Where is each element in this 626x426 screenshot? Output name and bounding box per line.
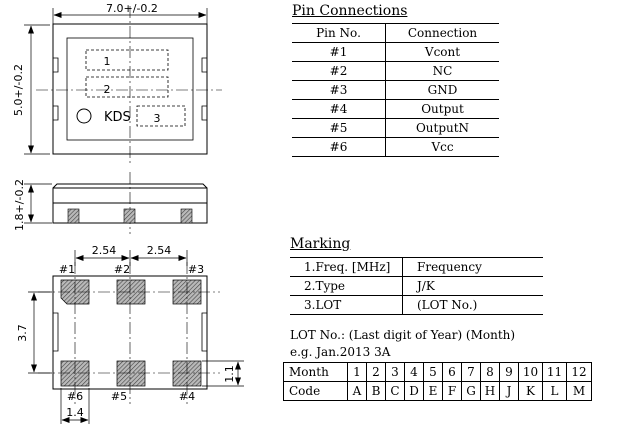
bottom-view: 2.54 2.54 #1 #2 #3 3.7 1.1 (16, 244, 244, 424)
marking-line-3: 3 (154, 112, 161, 125)
pitch-dimension-2: 2.54 (147, 244, 172, 257)
code-cell: L (542, 381, 567, 401)
month-cell: 1 (347, 362, 367, 382)
code-row: Code A B C D E F G H J K L M (283, 381, 592, 401)
side-view: 1.8+/-0.2 (13, 172, 208, 234)
connection-cell: Vcont (385, 42, 499, 62)
pin-label-4: #4 (179, 390, 195, 403)
pad-width-dimension: 1.4 (66, 406, 84, 419)
pin-label-3: #3 (188, 263, 204, 276)
marking-item-cell: 1.Freq. [MHz] (290, 257, 403, 277)
code-cell: G (461, 381, 481, 401)
month-row: Month 1 2 3 4 5 6 7 8 9 10 11 12 (283, 362, 592, 382)
connection-cell: Output (385, 99, 499, 119)
thickness-dimension: 1.8+/-0.2 (13, 179, 26, 231)
marking-value-cell: J/K (402, 276, 543, 296)
month-label: Month (283, 362, 348, 382)
code-cell: A (347, 381, 367, 401)
month-cell: 8 (480, 362, 500, 382)
month-cell: 10 (518, 362, 543, 382)
table-row: 3.LOT (LOT No.) (290, 295, 543, 315)
pin-no-cell: #4 (292, 99, 386, 119)
table-row: #4 Output (292, 99, 499, 119)
pin-no-cell: #1 (292, 42, 386, 62)
lot-code-table: Month 1 2 3 4 5 6 7 8 9 10 11 12 Code A … (283, 362, 592, 401)
pin-label-1: #1 (59, 263, 75, 276)
table-row: #1 Vcont (292, 42, 499, 62)
table-row: #2 NC (292, 61, 499, 81)
pitch-dimension-1: 2.54 (92, 244, 117, 257)
lot-format-line: LOT No.: (Last digit of Year) (Month) (290, 328, 516, 342)
month-cell: 12 (566, 362, 592, 382)
pin-label-5: #5 (111, 390, 127, 403)
table-row: #3 GND (292, 80, 499, 100)
code-cell: F (442, 381, 462, 401)
pin-no-cell: #2 (292, 61, 386, 81)
pad-span-dimension: 3.7 (16, 324, 29, 342)
pin-label-2: #2 (114, 263, 130, 276)
header-pin-no: Pin No. (292, 23, 386, 43)
marking-item-cell: 3.LOT (290, 295, 403, 315)
month-cell: 11 (542, 362, 567, 382)
code-cell: J (499, 381, 519, 401)
marking-item-cell: 2.Type (290, 276, 403, 296)
pad-height-dimension: 1.1 (223, 365, 236, 383)
connection-cell: GND (385, 80, 499, 100)
connection-cell: OutputN (385, 118, 499, 138)
table-row: 2.Type J/K (290, 276, 543, 296)
table-row: #6 Vcc (292, 137, 499, 157)
month-cell: 3 (385, 362, 405, 382)
connection-cell: NC (385, 61, 499, 81)
marking-value-cell: Frequency (402, 257, 543, 277)
pin-label-6: #6 (67, 390, 83, 403)
pin-no-cell: #3 (292, 80, 386, 100)
height-dimension: 5.0+/-0.2 (12, 64, 25, 116)
pin1-indicator-icon (76, 108, 92, 124)
table-row: #5 OutputN (292, 118, 499, 138)
top-view: 7.0+/-0.2 5.0+/-0.2 1 2 3 KDS (12, 2, 222, 166)
code-label: Code (283, 381, 348, 401)
code-cell: H (480, 381, 500, 401)
pin-connections-table: Pin No. Connection #1 Vcont #2 NC #3 GND… (292, 23, 499, 157)
month-cell: 4 (404, 362, 424, 382)
width-dimension: 7.0+/-0.2 (106, 2, 158, 15)
marking-value-cell: (LOT No.) (402, 295, 543, 315)
pin-no-cell: #5 (292, 118, 386, 138)
month-cell: 5 (423, 362, 443, 382)
lot-example-line: e.g. Jan.2013 3A (290, 345, 391, 359)
code-cell: B (366, 381, 386, 401)
code-cell: C (385, 381, 405, 401)
table-header-row: Pin No. Connection (292, 23, 499, 43)
code-cell: K (518, 381, 543, 401)
marking-table: 1.Freq. [MHz] Frequency 2.Type J/K 3.LOT… (290, 257, 543, 315)
code-cell: D (404, 381, 424, 401)
pin-connections-title: Pin Connections (292, 3, 408, 19)
marking-title: Marking (290, 236, 351, 252)
code-cell: E (423, 381, 443, 401)
marking-line-2: 2 (104, 83, 111, 96)
month-cell: 9 (499, 362, 519, 382)
month-cell: 6 (442, 362, 462, 382)
marking-line-1: 1 (104, 55, 111, 68)
pad-5 (116, 360, 146, 387)
code-cell: M (566, 381, 592, 401)
connection-cell: Vcc (385, 137, 499, 157)
pin-no-cell: #6 (292, 137, 386, 157)
logo-text: KDS (104, 110, 131, 125)
month-cell: 2 (366, 362, 386, 382)
table-row: 1.Freq. [MHz] Frequency (290, 257, 543, 277)
month-cell: 7 (461, 362, 481, 382)
header-connection: Connection (385, 23, 499, 43)
